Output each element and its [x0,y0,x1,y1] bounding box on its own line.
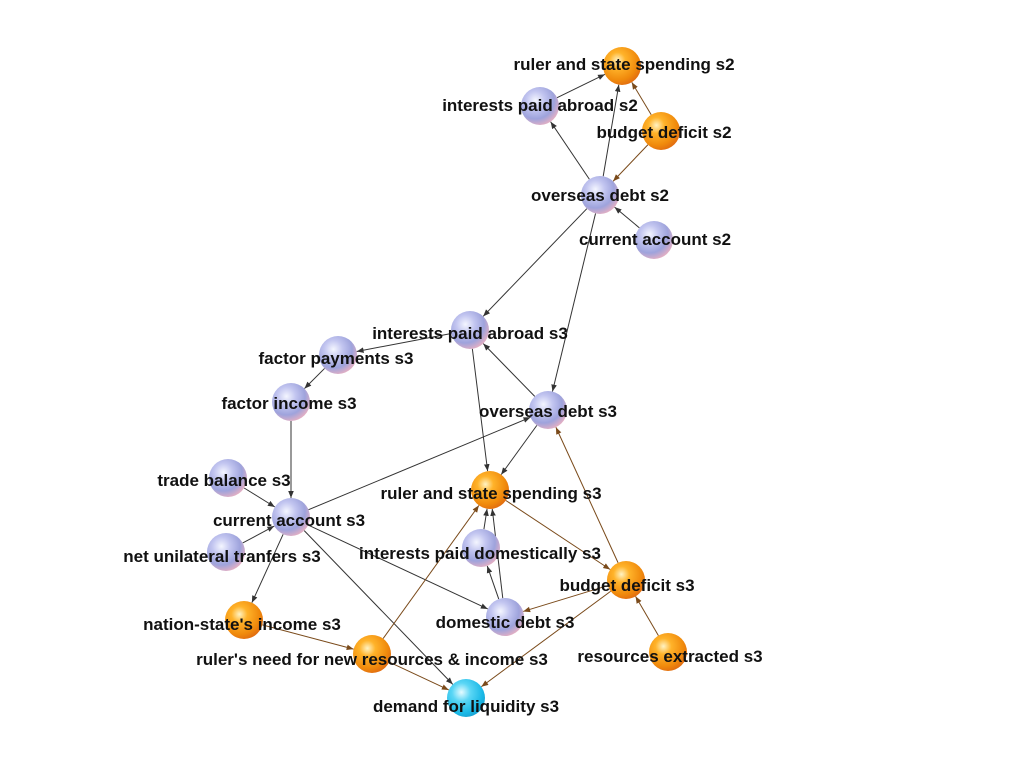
edge-ca3-to-dd3 [308,524,488,610]
node-bd3[interactable] [607,561,645,599]
edge-ca3-to-nsi3 [251,534,284,603]
edge-ca3-to-dl3 [303,530,454,685]
edge-rnr3-to-rss3 [382,505,480,639]
node-label-fp3: factor payments s3 [259,349,414,368]
edge-ipa3-to-fp3 [356,333,452,353]
node-re3[interactable] [649,633,687,671]
node-label-nut3: net unilateral tranfers s3 [123,547,320,566]
edge-od2-to-rss2 [602,84,621,177]
edge-fp3-to-fi3 [304,368,325,389]
node-label-dl3: demand for liquidity s3 [373,697,559,716]
node-ipd3[interactable] [462,529,500,567]
edge-od2-to-ipa3 [482,208,588,317]
edge-od3-to-rss3 [500,425,538,475]
node-bd2[interactable] [642,112,680,150]
node-label-dd3: domestic debt s3 [436,613,575,632]
node-ca3[interactable] [272,498,310,536]
node-ipa3[interactable] [451,311,489,349]
edge-bd2-to-rss2 [631,82,652,115]
edge-rnr3-to-dl3 [388,661,450,691]
edge-od3-to-ipa3 [482,343,536,397]
node-label-bd2: budget deficit s2 [596,123,731,142]
node-label-fi3: factor income s3 [221,394,356,413]
node-label-re3: resources extracted s3 [577,647,762,666]
edge-tb3-to-ca3 [243,487,276,508]
node-nut3[interactable] [207,533,245,571]
node-label-ipa3: interests paid abroad s3 [372,324,568,343]
node-dl3[interactable] [447,679,485,717]
node-ca2[interactable] [635,221,673,259]
node-tb3[interactable] [209,459,247,497]
node-label-od3: overseas debt s3 [479,402,617,421]
node-label-tb3: trade balance s3 [157,471,290,490]
edge-re3-to-bd3 [635,596,659,636]
edge-ipd3-to-rss3 [483,508,489,530]
labels-layer: ruler and state spending s2 interests pai… [123,55,762,716]
edge-ipa3-to-rss3 [471,348,490,472]
node-dd3[interactable] [486,598,524,636]
node-od2[interactable] [581,176,619,214]
node-label-nsi3: nation-state's income s3 [143,615,341,634]
node-label-rss2: ruler and state spending s2 [513,55,734,74]
node-rss3[interactable] [471,471,509,509]
node-fi3[interactable] [272,383,310,421]
edge-rss3-to-bd3 [505,500,611,570]
node-fp3[interactable] [319,336,357,374]
node-label-ca3: current account s3 [213,511,365,530]
edge-ipa2-to-rss2 [556,73,606,99]
node-label-rnr3: ruler's need for new resources & income … [196,650,548,669]
edge-ca2-to-od2 [614,206,640,229]
node-label-bd3: budget deficit s3 [559,576,694,595]
nodes-layer [207,47,687,717]
edge-od2-to-od3 [551,213,597,392]
edge-bd3-to-dd3 [523,585,608,613]
edge-bd2-to-od2 [612,144,649,182]
node-label-ca2: current account s2 [579,230,731,249]
edge-nsi3-to-rnr3 [262,624,354,651]
node-rss2[interactable] [603,47,641,85]
edge-bd3-to-od3 [555,427,619,563]
node-ipa2[interactable] [521,87,559,125]
node-label-ipd3: interests paid domestically s3 [359,544,601,563]
node-rnr3[interactable] [353,635,391,673]
node-label-ipa2: interests paid abroad s2 [442,96,638,115]
edge-nut3-to-ca3 [242,525,275,544]
node-label-rss3: ruler and state spending s3 [380,484,601,503]
edges-layer [242,73,659,691]
node-nsi3[interactable] [225,601,263,639]
edge-dd3-to-ipd3 [486,565,500,600]
edge-ca3-to-od3 [308,416,531,511]
node-od3[interactable] [529,391,567,429]
edge-od2-to-ipa2 [550,121,590,180]
edge-bd3-to-dl3 [480,590,612,688]
node-label-od2: overseas debt s2 [531,186,669,205]
